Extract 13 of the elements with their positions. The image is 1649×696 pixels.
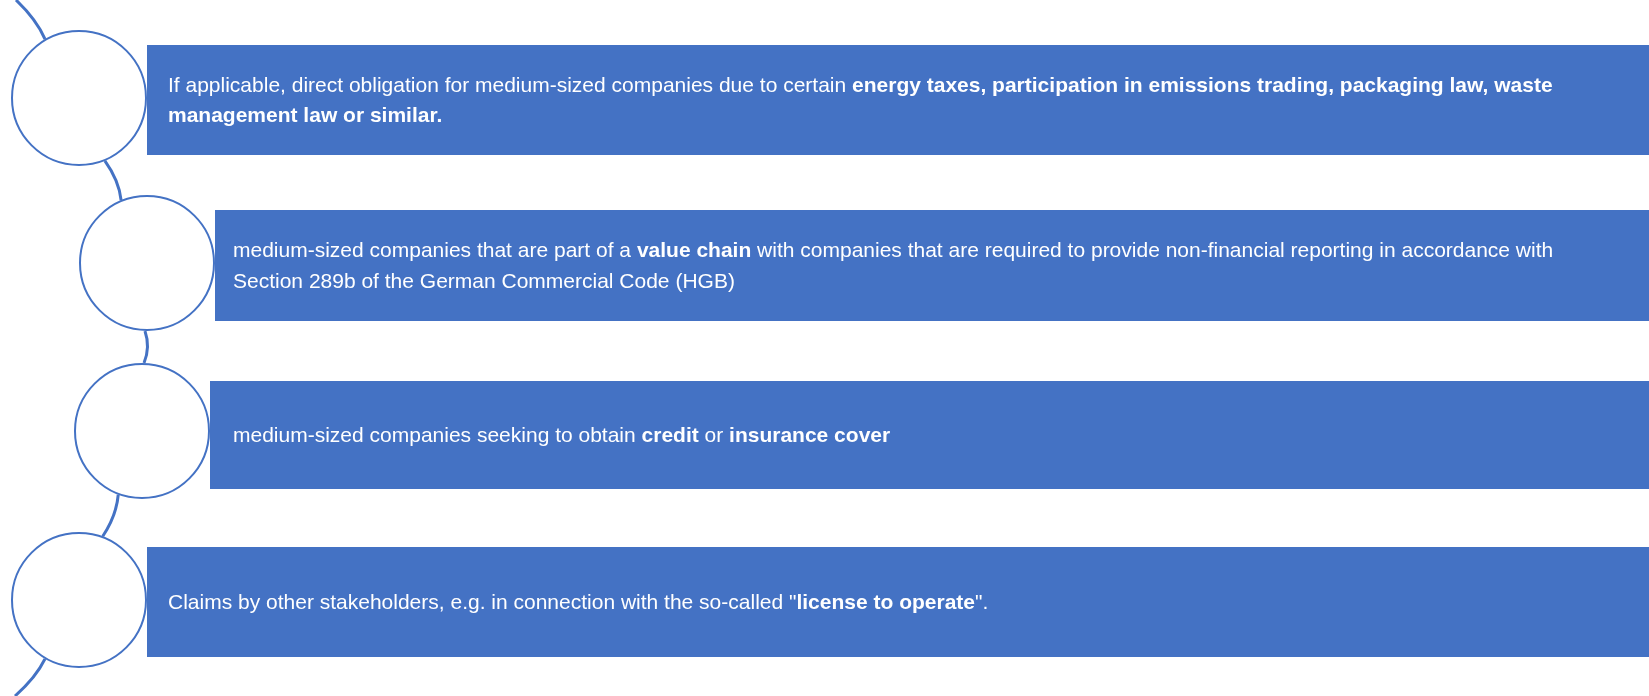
connector-line [14, 658, 47, 696]
banner-text: If applicable, direct obligation for medium-sized companies due to certain energy taxes, participation in emissions trading, packaging law, waste management law or similar. [168, 71, 1554, 128]
connector-line [101, 494, 120, 538]
banner-text: Claims by other stakeholders, e.g. in connection with the so-called "license to operate". [168, 588, 989, 615]
text-banner [147, 547, 1649, 657]
banner-text: medium-sized companies seeking to obtain credit or insurance cover [233, 421, 891, 448]
connector-line [142, 330, 149, 364]
text-banner [147, 45, 1649, 155]
text-banner [215, 210, 1649, 321]
connector-line [14, 0, 47, 40]
banner-text: medium-sized companies that are part of a value chain with companies that are required to provide non-financial reporting in accordance with Section 289b of the German Commercial Code (HGB) [233, 237, 1555, 294]
text-banner [210, 381, 1649, 489]
connector-line [103, 160, 123, 201]
